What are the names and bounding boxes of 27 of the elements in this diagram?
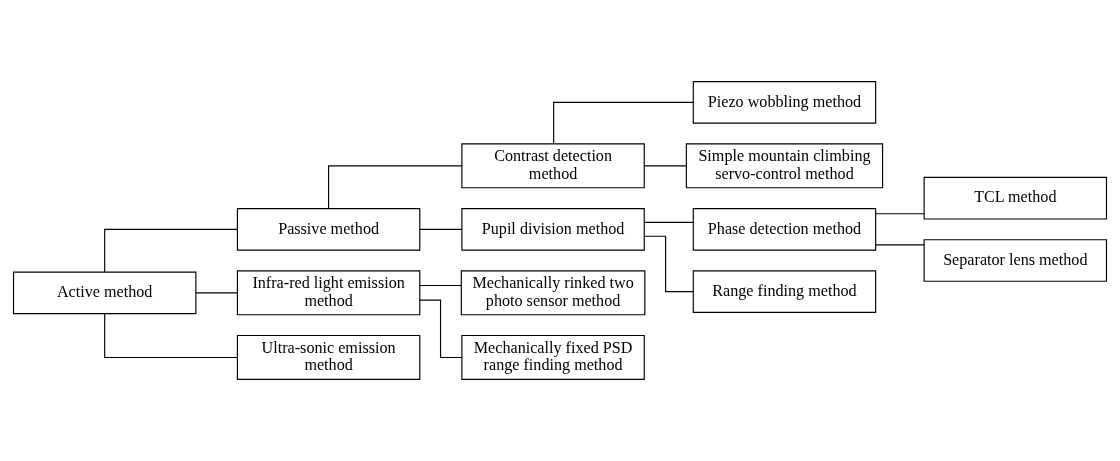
- node-box: Contrast detection method: [461, 143, 645, 189]
- connector: [643, 165, 687, 167]
- connector: [104, 228, 238, 273]
- connector: [419, 228, 463, 230]
- connector: [195, 292, 238, 294]
- node-box: Mechanically fixed PSD range finding method: [461, 334, 645, 380]
- node-box: Infra-red light emission method: [236, 270, 421, 316]
- connector: [643, 235, 694, 293]
- node-box: Simple mountain climbing servo-control method: [685, 143, 884, 189]
- node-box: Mechanically rinked two photo sensor method: [460, 270, 646, 316]
- connector: [419, 299, 463, 359]
- connector: [875, 213, 925, 215]
- connector: [328, 165, 463, 210]
- connector: [419, 284, 462, 287]
- node-box: Range finding method: [692, 270, 877, 313]
- node-box: Piezo wobbling method: [692, 81, 877, 124]
- node-box: Separator lens method: [923, 239, 1108, 282]
- node-box: Passive method: [236, 208, 421, 251]
- node-box: Active method: [12, 271, 197, 315]
- connector: [104, 313, 238, 359]
- node-box: Pupil division method: [461, 208, 645, 251]
- connector: [553, 101, 694, 145]
- connector: [875, 244, 925, 246]
- node-box: Ultra-sonic emission method: [236, 334, 421, 380]
- node-box: TCL method: [923, 176, 1108, 220]
- connector: [643, 221, 694, 223]
- node-box: Phase detection method: [692, 208, 877, 251]
